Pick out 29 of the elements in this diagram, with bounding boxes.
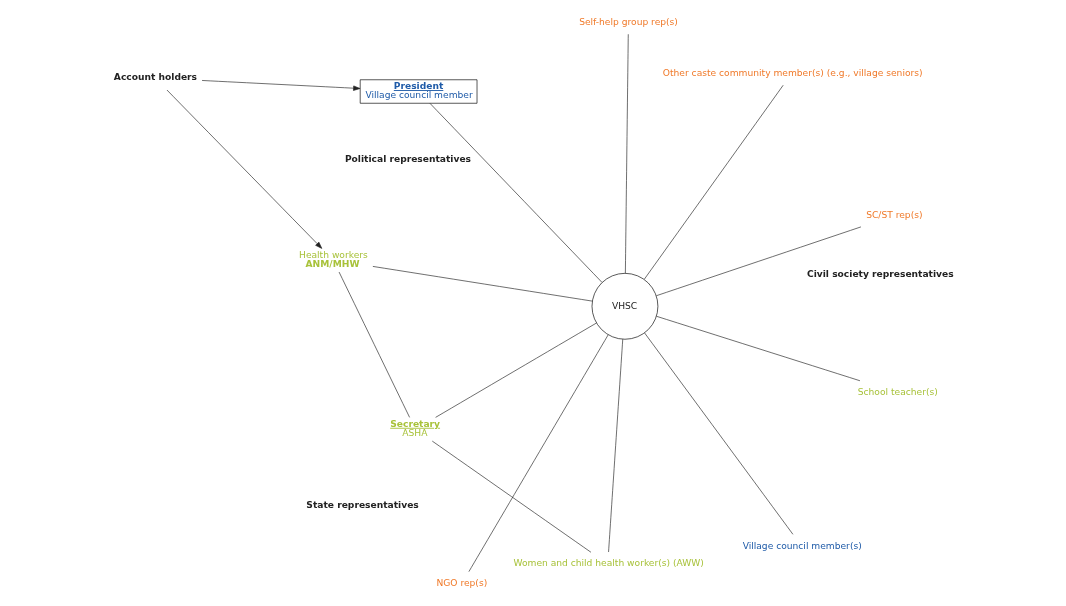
node-text: Other caste community member(s) (e.g., village seniors) [662,67,923,78]
node-text: Village council member(s) [742,540,862,551]
connector [372,266,593,302]
connector [643,332,793,535]
connector [434,322,597,418]
node-text: Health workers ANM/MHW [298,249,368,269]
node-text: Secretary ASHA [389,418,440,438]
node-text: Account holders [113,71,197,82]
label: State representatives [305,500,419,511]
node-text: School teacher(s) [857,386,938,397]
node-text: NGO rep(s) [435,578,487,588]
arrow [201,80,360,91]
connector [655,226,861,297]
label: Political representatives [344,153,471,164]
connector [624,33,629,274]
node-box: President Village council member [359,79,477,104]
node-text: Women and child health worker(s) (AWW) [512,558,704,569]
connector [338,271,410,418]
label: Civil society representatives [806,269,954,280]
connector [468,334,608,572]
connector [607,338,623,553]
node-circle: VHSC [591,273,658,340]
connector [643,84,783,280]
node-text: Self-help group rep(s) [578,16,678,27]
connector [429,103,602,283]
connector [655,315,860,382]
arrow [166,89,322,249]
connector [431,440,591,553]
node-text: SC/ST rep(s) [865,210,923,221]
